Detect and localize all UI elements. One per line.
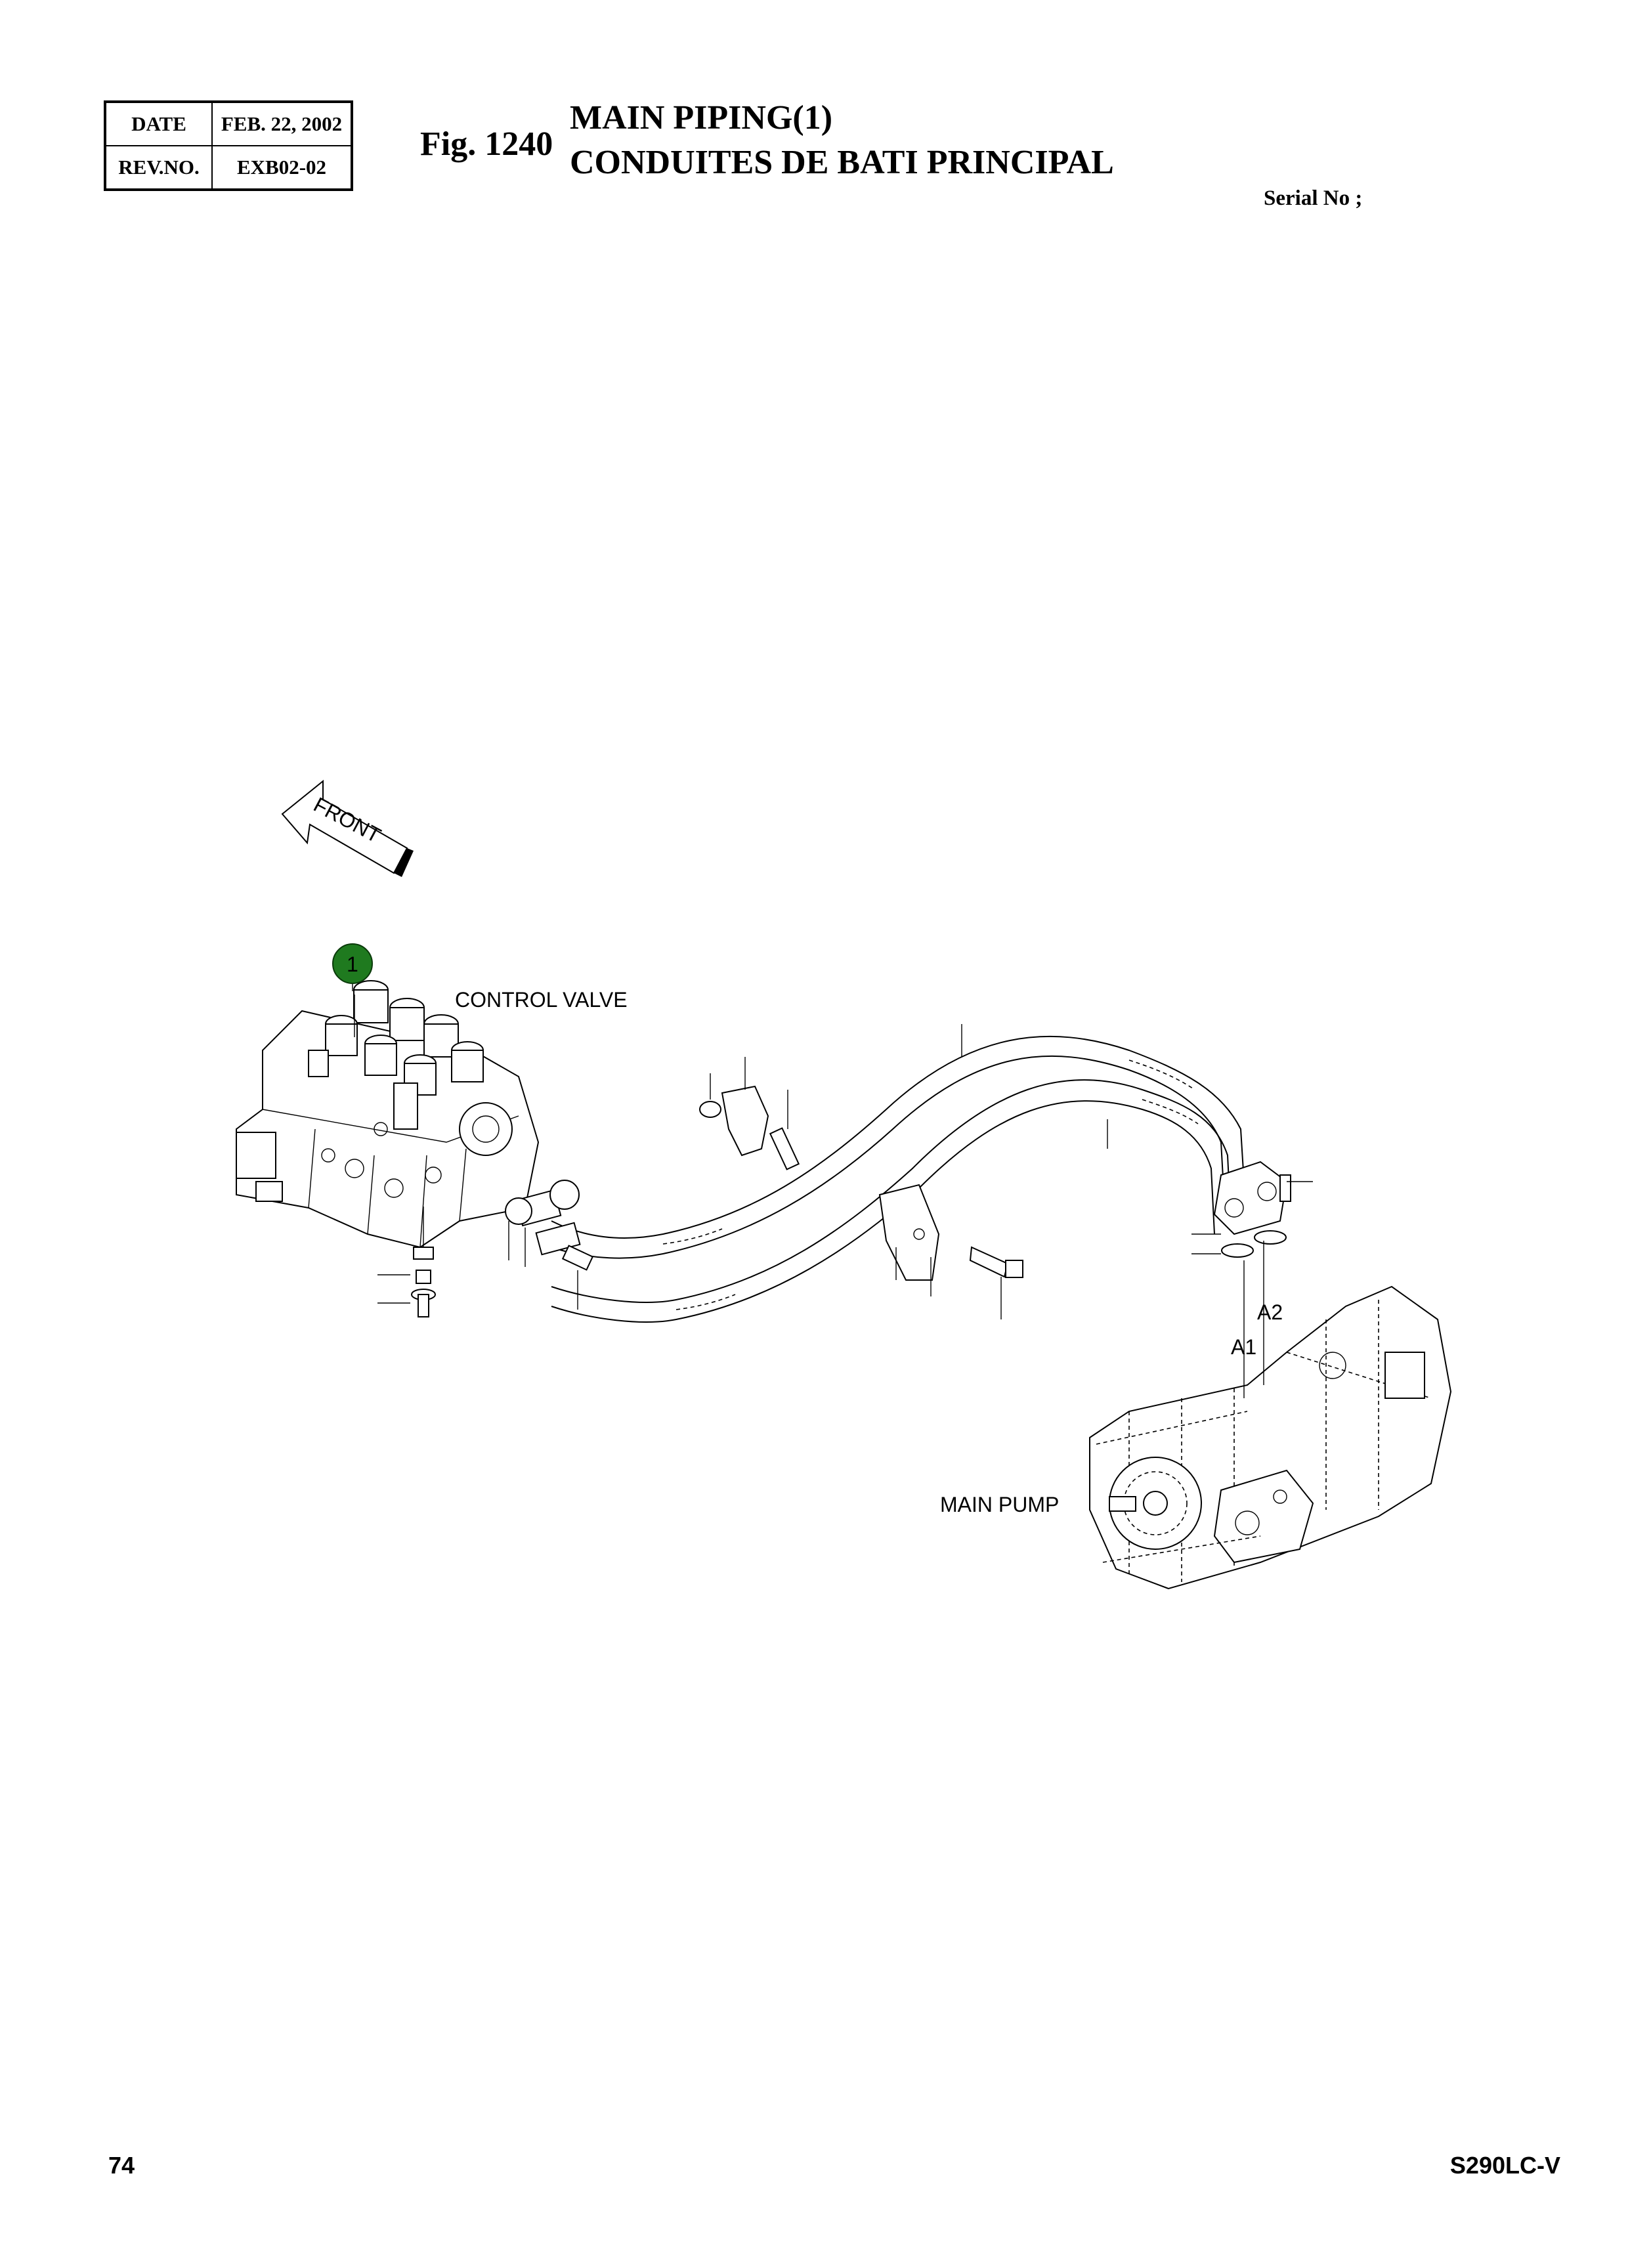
figure-number: Fig. 1240	[420, 125, 553, 163]
page-subtitle: CONDUITES DE BATI PRINCIPAL	[570, 144, 1114, 181]
serial-number-label: Serial No ;	[1264, 186, 1363, 210]
page-title: MAIN PIPING(1)	[570, 99, 833, 137]
control-valve-label: CONTROL VALVE	[455, 988, 628, 1012]
port-a2-label: A2	[1257, 1300, 1283, 1324]
clamp-hardware	[699, 1057, 1023, 1319]
rev-label: REV.NO.	[104, 145, 213, 190]
date-label: DATE	[104, 101, 213, 146]
port-a1-label: A1	[1231, 1335, 1256, 1359]
control-valve-drawing	[236, 980, 540, 1317]
main-pump-label: MAIN PUMP	[940, 1493, 1059, 1516]
rev-value: EXB02-02	[211, 145, 353, 190]
main-pump-drawing	[1089, 1241, 1452, 1590]
page-number: 74	[108, 2152, 135, 2179]
callout-1-label: 1	[347, 952, 358, 976]
revision-table: DATE FEB. 22, 2002 REV.NO. EXB02-02	[104, 100, 353, 191]
front-arrow-icon: FRONT	[281, 779, 414, 877]
model-name: S290LC-V	[1449, 2152, 1560, 2179]
date-value: FEB. 22, 2002	[211, 101, 353, 146]
callout-1: 1	[332, 943, 373, 991]
